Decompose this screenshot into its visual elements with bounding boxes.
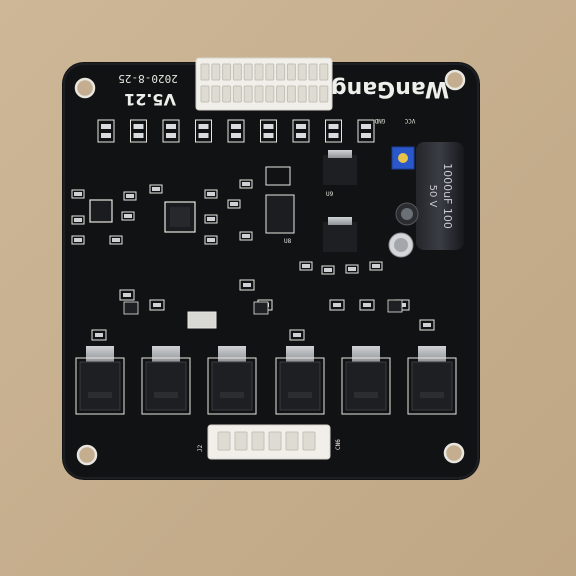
small-capacitors xyxy=(388,202,419,258)
version-label: V5.21 xyxy=(124,90,176,109)
top-component-row xyxy=(97,119,375,143)
bottom-connector: J2 CN6 xyxy=(197,424,342,460)
gnd-label: GND xyxy=(374,117,385,124)
j2-label: J2 xyxy=(197,444,204,452)
ic-label: U8 xyxy=(284,238,292,245)
brand-label: WanGang xyxy=(331,76,449,101)
mounting-holes xyxy=(74,69,466,466)
mcu-area: U8 xyxy=(89,166,295,245)
mid-components xyxy=(71,179,383,275)
capacitor-value: 1000uF 100 xyxy=(441,163,454,229)
driver-components xyxy=(91,279,435,341)
brand-text-group: WanGang xyxy=(331,76,449,101)
electrolytic-capacitor: 1000uF 100 50 V xyxy=(416,142,464,250)
vcc-label: VCC xyxy=(404,117,415,124)
capacitor-voltage: 50 V xyxy=(427,185,438,208)
voltage-regulators: U9 xyxy=(323,150,357,252)
mosfet-row xyxy=(75,346,457,415)
date-label: 2020-8-25 xyxy=(118,72,178,85)
top-connector xyxy=(195,57,333,111)
cn6-label: CN6 xyxy=(335,439,342,450)
reg-label: U9 xyxy=(326,191,334,198)
